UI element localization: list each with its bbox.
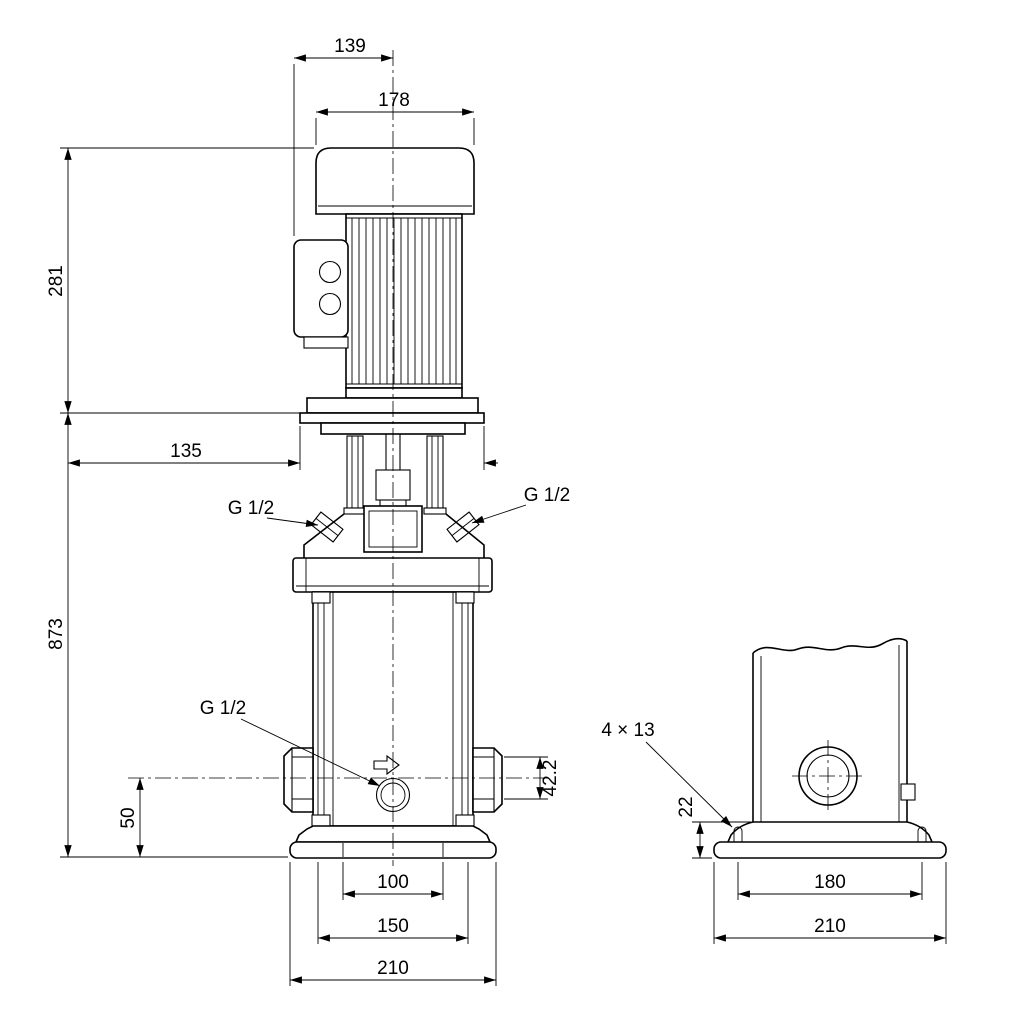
cable-entry-hole-top (318, 260, 342, 284)
motor-body (345, 213, 463, 389)
dim-139-value: 139 (334, 36, 366, 57)
motor-fins (346, 217, 462, 385)
dim-178-value: 178 (378, 90, 410, 111)
cable-entry-hole-bottom (318, 292, 342, 316)
dim-178: 178 (315, 90, 475, 145)
side-base (713, 821, 947, 859)
dim-281: 281 (46, 147, 314, 414)
dim-873-value: 873 (46, 618, 67, 650)
motor-flange (306, 397, 479, 414)
label-g12-left: G 1/2 (228, 498, 319, 528)
motor-fan-cover (315, 147, 475, 215)
dim-100-value: 100 (377, 872, 409, 893)
dim-281-value: 281 (46, 265, 67, 297)
pump-head (292, 412, 493, 593)
g12-left-leader (266, 517, 319, 528)
dim-210-side: 210 (713, 862, 947, 944)
dim-50-value: 50 (118, 807, 139, 828)
head-shoulder-right (445, 513, 485, 558)
dim-135: 135 (68, 426, 498, 470)
dim-180: 180 (737, 862, 923, 900)
label-bolt-holes: 4 × 13 (601, 720, 733, 828)
discharge-port (472, 747, 503, 813)
terminal-box (293, 239, 349, 349)
side-body (752, 637, 916, 823)
dim-22-value: 22 (676, 796, 697, 817)
bolt-slot-left (733, 826, 743, 842)
dim-210-front: 210 (289, 862, 497, 986)
motor (293, 147, 479, 414)
break-line (752, 637, 908, 654)
dim-150-value: 150 (377, 916, 409, 937)
head-shoulder-left (303, 513, 345, 558)
dimensions-side: 4 × 13 22 180 210 (601, 720, 947, 944)
motor-foot-band (345, 387, 463, 399)
label-g12-drain: G 1/2 (200, 698, 381, 787)
dim-100: 100 (342, 862, 444, 900)
dim-42-2: 42.2 (504, 756, 561, 800)
coupling-guard-left (343, 435, 367, 515)
side-port (792, 740, 864, 812)
tie-rod-right (455, 591, 475, 827)
dim-135-value: 135 (170, 441, 202, 462)
label-g12-right: G 1/2 (471, 485, 570, 524)
head-top-plate (299, 412, 485, 424)
dim-180-value: 180 (814, 872, 846, 893)
bolt-slot-right (917, 826, 927, 842)
dim-150: 150 (317, 862, 469, 944)
dim-42-2-value: 42.2 (540, 760, 561, 797)
dim-210-side-value: 210 (814, 916, 846, 937)
suction-port (283, 747, 314, 813)
coupling-guard-right (423, 435, 447, 515)
g12-drain-leader (240, 718, 381, 787)
head-flange (292, 557, 493, 593)
side-base-plate (713, 841, 947, 859)
centerlines (128, 50, 548, 866)
bolt-holes-text: 4 × 13 (601, 720, 654, 741)
g12-drain-text: G 1/2 (200, 698, 246, 719)
side-clamp-tab (900, 783, 916, 801)
g12-right-text: G 1/2 (524, 485, 570, 506)
g12-left-text: G 1/2 (228, 498, 274, 519)
dim-210-front-value: 210 (377, 958, 409, 979)
dim-873: 873 (46, 413, 288, 858)
dim-139: 139 (293, 36, 393, 236)
bolt-holes-leader (645, 741, 733, 828)
dimensions-front: 139 178 281 873 135 50 (46, 36, 570, 986)
dim-50: 50 (118, 778, 144, 857)
side-view (713, 637, 947, 859)
g12-right-leader (471, 504, 527, 524)
dim-22: 22 (676, 796, 751, 859)
